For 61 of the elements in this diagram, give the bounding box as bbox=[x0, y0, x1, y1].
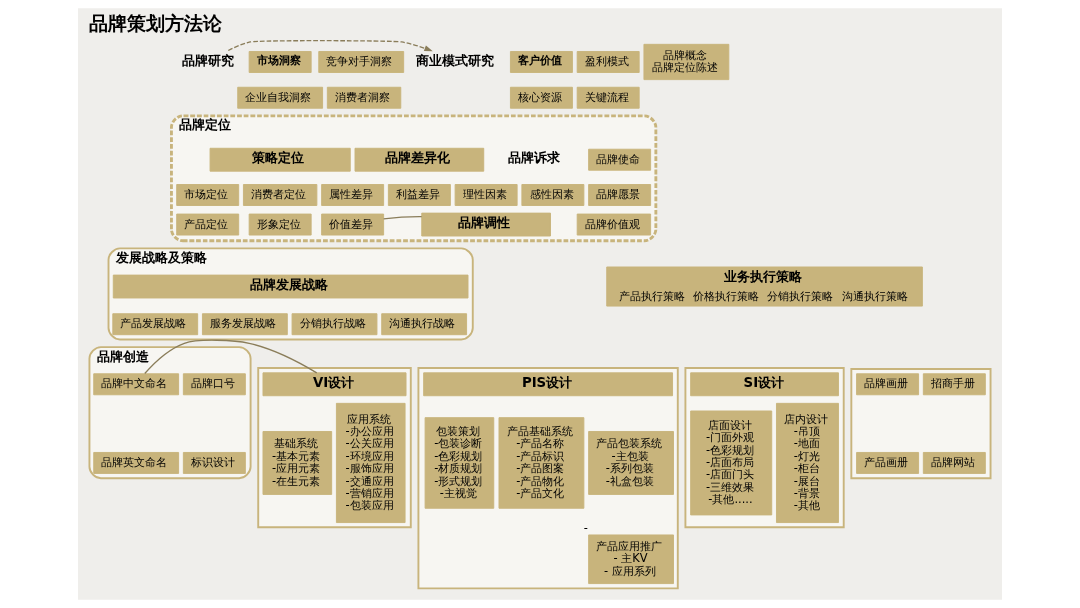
node-box: 沟通执行战略 bbox=[381, 313, 468, 336]
node-box: 消费者洞察 bbox=[326, 86, 402, 109]
label: 品牌诉求 bbox=[508, 150, 561, 166]
cluster bbox=[417, 367, 679, 590]
connector bbox=[144, 339, 318, 375]
node-box: 招商手册 bbox=[922, 373, 986, 396]
node-text: 商业模式研究 bbox=[415, 52, 494, 68]
node-box: 企业自我洞察 bbox=[237, 86, 324, 109]
node-box: 产品应用推广 - 主KV - 应用系列 bbox=[588, 534, 674, 585]
node-box: 品牌差异化 bbox=[354, 147, 485, 172]
diagram-title: 品牌策划方法论 bbox=[89, 12, 223, 35]
node-box: 属性差异 bbox=[321, 184, 385, 206]
node-box: 产品定位 bbox=[176, 213, 240, 236]
node-box: 市场定位 bbox=[176, 184, 240, 206]
node-box: SI设计 bbox=[690, 372, 839, 397]
node-box: 包装策划 -包装诊断 -色彩规划 -材质规划 -形式规划 -主视觉 bbox=[424, 417, 495, 509]
arrow bbox=[227, 40, 433, 52]
node-box: PIS设计 bbox=[423, 372, 673, 397]
node-box: 基础系统 -基本元素 -应用元素 -在生元素 bbox=[262, 431, 333, 495]
node-box: 店内设计 -吊顶 -地面 -灯光 -柜台 -展台 -背景 -其他 bbox=[776, 402, 839, 524]
node-box: 竞争对手洞察 bbox=[318, 51, 405, 73]
node-box: 价值差异 bbox=[321, 213, 385, 236]
node-box: 品牌中文命名 bbox=[93, 373, 180, 396]
node-box: 分销执行战略 bbox=[291, 313, 378, 336]
node-box: 形象定位 bbox=[248, 213, 312, 236]
node-box: 策略定位 bbox=[209, 147, 351, 172]
node-box: 应用系统 -办公应用 -公关应用 -环境应用 -服饰应用 -交通应用 -营销应用 -包装应用 bbox=[335, 402, 406, 524]
node-box: 感性因素 bbox=[521, 184, 585, 206]
node-box: 品牌网站 bbox=[922, 452, 986, 474]
cluster bbox=[684, 367, 845, 529]
node-box: 利益差异 bbox=[387, 184, 451, 206]
node-box: 盈利模式 bbox=[576, 51, 640, 73]
node-label: - bbox=[583, 520, 588, 535]
node-box: 产品包装系统 -主包装 -系列包装 -礼盒包装 bbox=[588, 431, 674, 495]
cluster bbox=[257, 367, 412, 529]
node-box: 理性因素 bbox=[454, 184, 518, 206]
node-box: 产品画册 bbox=[856, 452, 920, 474]
node-box: 标识设计 bbox=[182, 452, 246, 474]
node-box: 市场洞察 bbox=[248, 51, 312, 73]
node-box: 品牌口号 bbox=[182, 373, 246, 396]
node-box: 店面设计 -门面外观 -色彩规划 -店面布局 -店面门头 -三维效果 -其他..... bbox=[690, 410, 773, 516]
node-box: 品牌概念 品牌定位陈述 bbox=[643, 43, 730, 81]
node-box: 品牌画册 bbox=[856, 373, 920, 396]
node-box: 客户价值 bbox=[509, 51, 573, 73]
node-box: 品牌使命 bbox=[588, 148, 652, 171]
node-box: 服务发展战略 bbox=[201, 313, 288, 336]
node-box: 产品发展战略 bbox=[112, 313, 199, 336]
node-box: 品牌发展战略 bbox=[112, 274, 469, 299]
connector bbox=[383, 216, 423, 220]
cluster bbox=[850, 368, 992, 480]
node-box: 品牌价值观 bbox=[576, 213, 652, 236]
node-box: 核心资源 bbox=[509, 86, 573, 109]
node-box: 消费者定位 bbox=[242, 184, 318, 206]
node-box: 业务执行策略 产品执行策略 价格执行策略 分销执行策略 沟通执行策略 bbox=[606, 266, 923, 307]
node-text: 品牌研究 bbox=[181, 52, 234, 68]
node-box: 品牌调性 bbox=[421, 212, 551, 237]
node-box: VI设计 bbox=[262, 372, 407, 397]
node-box: 关键流程 bbox=[576, 86, 640, 109]
node-box: 产品基础系统 -产品名称 -产品标识 -产品图案 -产品物化 -产品文化 bbox=[498, 417, 585, 509]
node-box: 品牌英文命名 bbox=[93, 452, 180, 474]
node-box: 品牌愿景 bbox=[588, 184, 652, 206]
